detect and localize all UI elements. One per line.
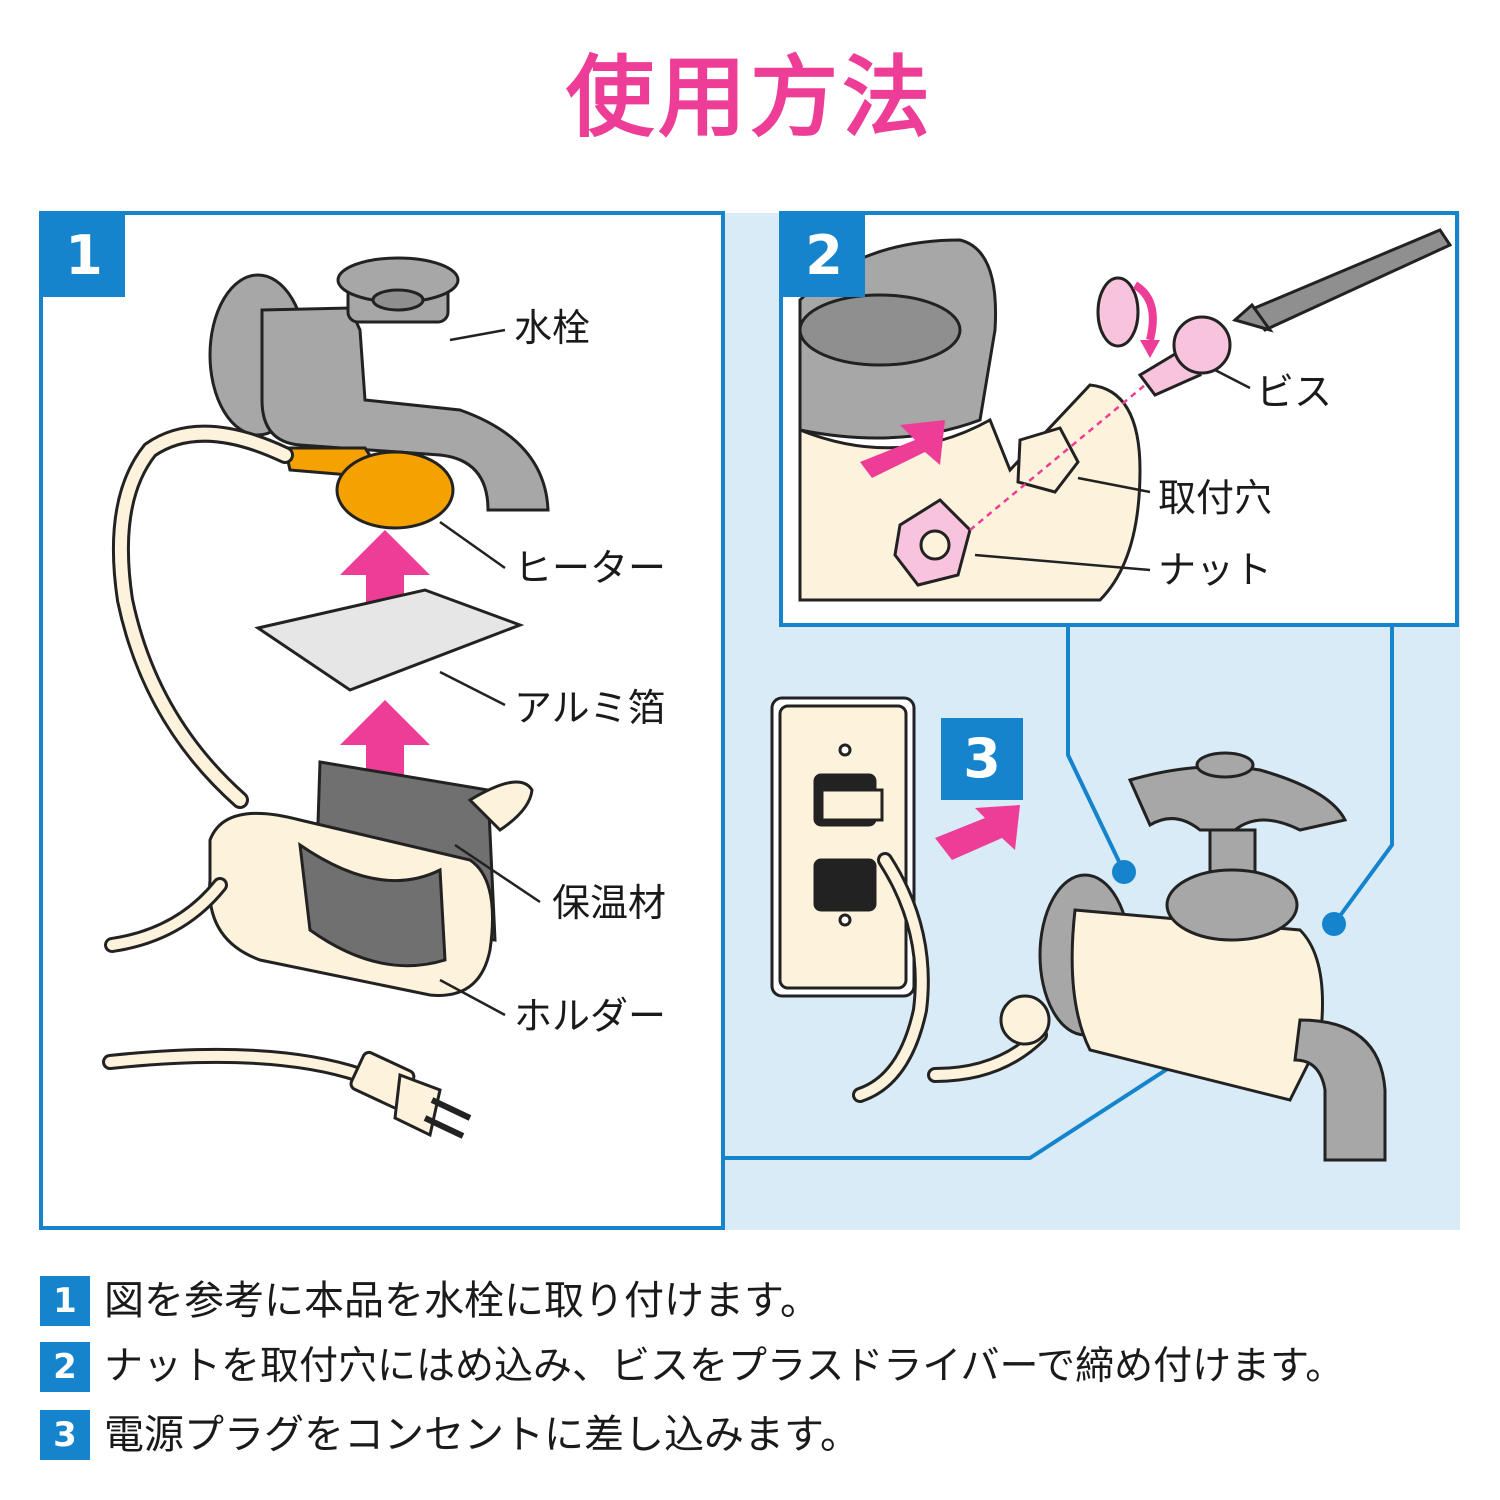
label-mounting-hole: 取付穴 bbox=[1158, 476, 1273, 520]
holder-drawing bbox=[208, 760, 534, 997]
callout-dot bbox=[1322, 912, 1346, 936]
label-foil: アルミ箔 bbox=[514, 686, 666, 730]
label-screw: ビス bbox=[1256, 370, 1333, 414]
heater-drawing bbox=[283, 446, 455, 530]
screwdriver-drawing bbox=[1231, 228, 1453, 333]
power-cord bbox=[105, 1050, 365, 1080]
label-heater: ヒーター bbox=[514, 546, 667, 590]
instruction-number: 2 bbox=[40, 1342, 90, 1392]
instruction-1: 1 図を参考に本品を水栓に取り付けます。 bbox=[40, 1272, 820, 1330]
aluminum-foil-drawing bbox=[254, 588, 525, 692]
arrow-insert bbox=[935, 805, 1020, 860]
instruction-number: 3 bbox=[40, 1410, 90, 1460]
step-2-badge: 2 bbox=[783, 215, 865, 297]
instruction-number: 1 bbox=[40, 1276, 90, 1326]
guide-line bbox=[969, 384, 1146, 531]
screw-drawing bbox=[1137, 315, 1232, 397]
leader-lines bbox=[439, 328, 541, 1017]
page-title: 使用方法 bbox=[565, 46, 934, 149]
faucet-drawing bbox=[208, 256, 550, 512]
leader-lines bbox=[974, 368, 1251, 572]
label-insulation: 保温材 bbox=[552, 881, 667, 925]
instruction-text: 図を参考に本品を水栓に取り付けます。 bbox=[104, 1278, 820, 1324]
outlet-drawing bbox=[770, 696, 916, 998]
power-plug-drawing bbox=[349, 1050, 472, 1139]
callout-dot bbox=[1112, 860, 1136, 884]
installed-faucet-drawing bbox=[999, 751, 1387, 1162]
cord bbox=[114, 427, 291, 806]
callout-line-right bbox=[1332, 625, 1394, 926]
callout-line-left bbox=[1066, 625, 1126, 873]
cord bbox=[107, 880, 225, 950]
step-3-badge: 3 bbox=[941, 718, 1023, 800]
label-holder: ホルダー bbox=[514, 994, 667, 1038]
arrow-up bbox=[340, 530, 430, 800]
instruction-3: 3 電源プラグをコンセントに差し込みます。 bbox=[40, 1406, 860, 1464]
label-nut: ナット bbox=[1158, 548, 1273, 592]
label-faucet: 水栓 bbox=[514, 306, 591, 350]
instruction-text: ナットを取付穴にはめ込み、ビスをプラスドライバーで締め付けます。 bbox=[104, 1344, 1345, 1389]
rotate-arrow-icon bbox=[1096, 276, 1160, 358]
instruction-2: 2 ナットを取付穴にはめ込み、ビスをプラスドライバーで締め付けます。 bbox=[40, 1338, 1344, 1396]
arrow-insert bbox=[860, 420, 945, 478]
step-1-badge: 1 bbox=[43, 215, 125, 297]
closeup-drawing bbox=[798, 238, 1142, 602]
power-cord bbox=[855, 855, 927, 1100]
instruction-text: 電源プラグをコンセントに差し込みます。 bbox=[104, 1412, 860, 1458]
callout-line-bottom bbox=[723, 1053, 1191, 1160]
